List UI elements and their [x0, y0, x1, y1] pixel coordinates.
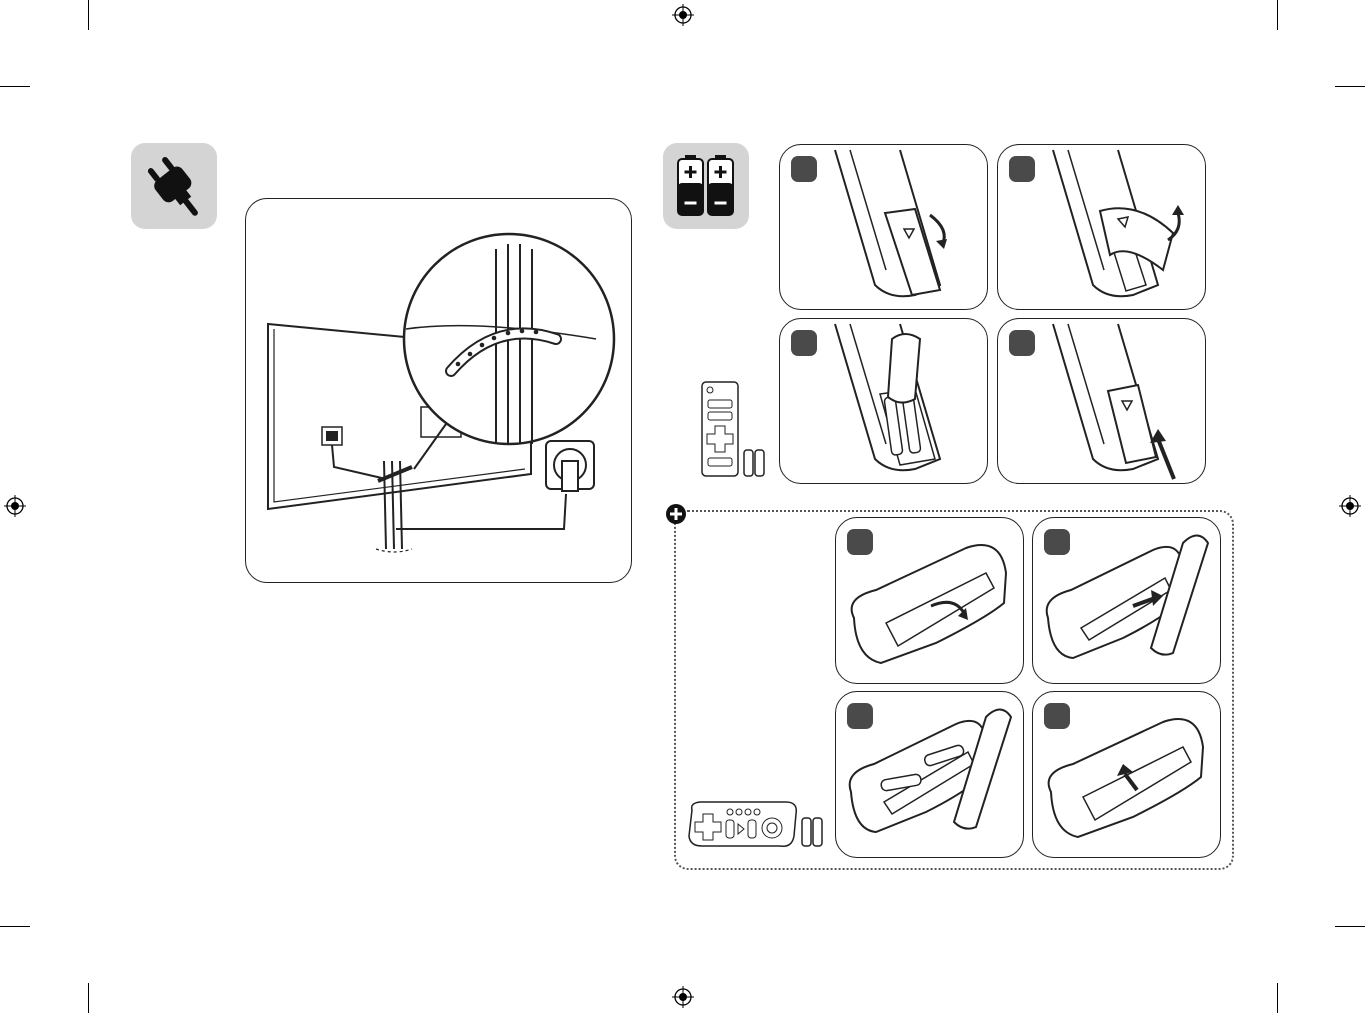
crop-mark-br-v — [1277, 983, 1278, 1013]
registration-mark-icon — [672, 986, 694, 1008]
step-badge — [1044, 703, 1070, 729]
remote-step-3-panel — [779, 318, 988, 484]
step-badge — [847, 703, 873, 729]
registration-mark-icon — [672, 4, 694, 26]
standard-remote-icon — [700, 380, 770, 480]
crop-mark-tl-v — [88, 0, 89, 30]
step-badge — [791, 156, 817, 182]
crop-mark-br-h — [1335, 926, 1365, 927]
crop-mark-bl-v — [88, 983, 89, 1013]
crop-mark-bl-h — [0, 926, 30, 927]
crop-mark-tl-h — [0, 86, 30, 87]
registration-mark-icon — [4, 495, 26, 517]
power-plug-tile — [131, 143, 217, 229]
step-badge — [847, 529, 873, 555]
plus-circle-icon — [665, 503, 687, 525]
magic-remote-step-4-panel — [1032, 691, 1221, 858]
tv-cable-illustration — [246, 199, 631, 582]
batteries-icon — [663, 143, 749, 229]
step-badge — [1009, 330, 1035, 356]
remote-step-1-panel — [779, 144, 988, 310]
magic-remote-step-3-panel — [835, 691, 1024, 858]
remote-step-2-panel — [997, 144, 1206, 310]
cable-management-panel — [245, 198, 632, 583]
crop-mark-tr-h — [1335, 86, 1365, 87]
magic-remote-step-2-panel — [1032, 517, 1221, 684]
remote-step-4-panel — [997, 318, 1206, 484]
registration-mark-icon — [1339, 495, 1361, 517]
power-plug-icon — [131, 143, 217, 229]
crop-mark-tr-v — [1277, 0, 1278, 30]
batteries-tile — [663, 143, 749, 229]
magic-remote-step-1-panel — [835, 517, 1024, 684]
magic-remote-icon — [686, 800, 826, 850]
step-badge — [1009, 156, 1035, 182]
step-badge — [791, 330, 817, 356]
step-badge — [1044, 529, 1070, 555]
